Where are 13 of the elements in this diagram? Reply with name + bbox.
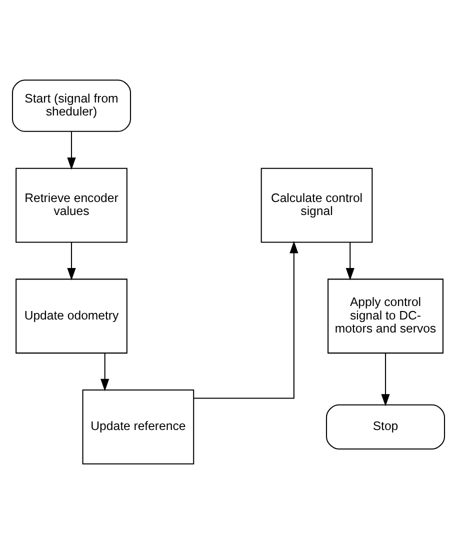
node-box: Retrieve encoder values (16, 168, 128, 243)
arrow (67, 242, 76, 280)
arrow (381, 353, 390, 406)
node-box: Apply control signal to DC-motors and servos (328, 278, 444, 354)
node-box: Update odometry (16, 278, 128, 354)
node-box: Stop (326, 404, 446, 450)
node-box: Start (signal from sheduler) (12, 80, 132, 132)
arrow (100, 353, 110, 392)
arrow (194, 240, 298, 399)
arrow (67, 132, 76, 170)
node-box: Calculate control signal (260, 168, 373, 243)
arrow (346, 242, 354, 280)
node-box: Update reference (82, 390, 194, 464)
